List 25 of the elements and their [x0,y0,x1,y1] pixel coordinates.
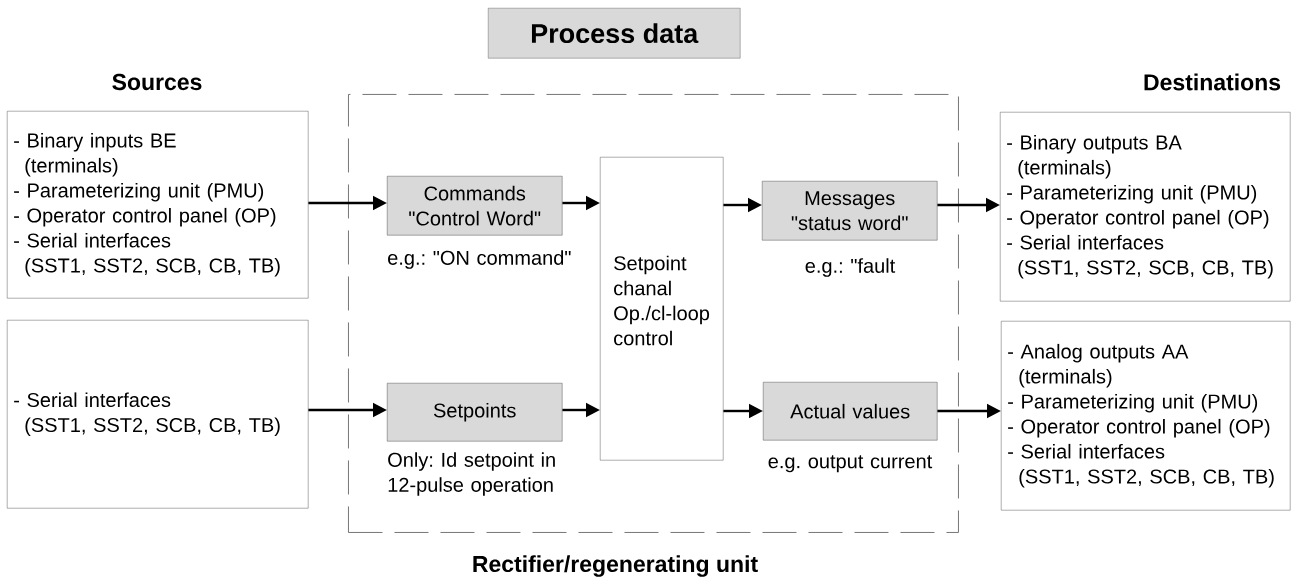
box-text: Setpoint chanal Op./cl-loop control [614,255,710,346]
heading: Destinations [1144,73,1281,91]
note-text: Only: Id setpoint in 12-pulse operation [388,452,555,496]
node-label: - Serial interfaces (SST1, SST2, SCB, CB, TB) [1007,234,1273,279]
list-box: - Serial interfaces (SST1, SST2, SCB, CB, TB) [7,320,309,509]
process-box: Commands "Control Word" [387,176,563,236]
node-label: - Binary outputs BA (terminals) [1007,134,1182,179]
node-label: - Operator control panel (OP) [1007,209,1269,229]
process-box: Setpoints [387,383,563,442]
node-label: - Serial interfaces (SST1, SST2, SCB, CB, TB) [14,232,280,277]
node-label: - Parameterizing unit (PMU) [1007,184,1257,204]
note-text: e.g.: "ON command" [388,250,571,269]
node-label: - Binary inputs BE (terminals) [14,132,176,177]
note-text: e.g.: "fault [805,258,896,277]
process-box: Actual values [763,382,938,441]
process-box: Messages "status word" [762,181,938,241]
node-label: - Operator control panel (OP) [14,207,276,227]
heading: Rectifier/regenerating unit [473,555,758,577]
heading: Sources [112,73,202,91]
list-box: - Binary outputs BA (terminals) - Parameterizing unit (PMU) - Operator control panel (OP) - Serial interfaces (SST1, SST2, SCB, CB, TB) [1000,112,1291,302]
list-box: - Analog outputs AA (terminals) - Parameterizing unit (PMU) - Operator control panel (OP) - Serial interfaces (SST1, SST2, SCB, CB, TB) [1001,321,1291,511]
list-box: - Binary inputs BE (terminals) - Parameterizing unit (PMU) - Operator control panel (OP) - Serial interfaces (SST1, SST2, SCB, CB, TB) [7,111,309,299]
note-text: e.g. output current [768,455,933,473]
node-label: - Parameterizing unit (PMU) [14,182,264,202]
title-box: Process data [488,8,741,59]
